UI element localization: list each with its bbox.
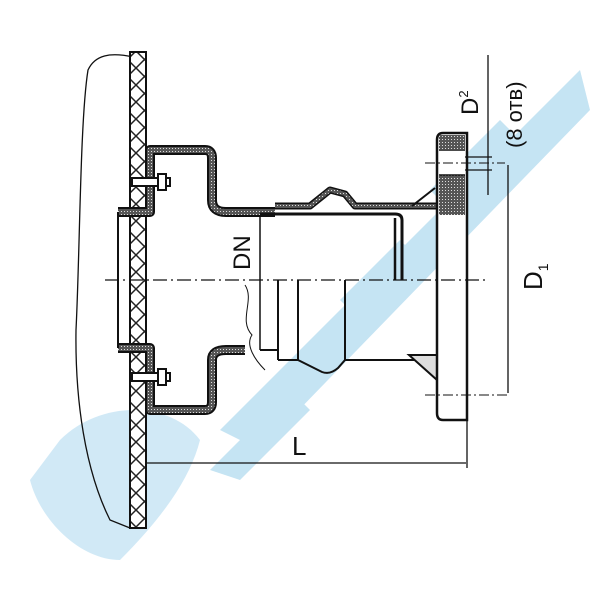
dimension-lines xyxy=(147,55,509,468)
svg-text:D1: D1 xyxy=(518,263,551,290)
coupling-sleeve xyxy=(259,186,440,383)
wall-hatch xyxy=(129,51,147,529)
length-label: L xyxy=(292,431,306,461)
lower-pipe-wall xyxy=(118,343,245,415)
pipe-flange xyxy=(435,131,469,422)
bolt-upper xyxy=(131,173,171,191)
holes-count-label: (8 отв) xyxy=(502,81,527,148)
bolt-lower xyxy=(131,368,171,386)
svg-text:D2: D2 xyxy=(456,90,484,115)
wall-outline xyxy=(75,54,134,529)
break-line xyxy=(244,284,266,371)
upper-pipe-wall xyxy=(118,145,275,217)
d2-label: D2 xyxy=(456,90,484,115)
dn-label: DN xyxy=(229,235,256,270)
d1-label: D1 xyxy=(518,263,551,290)
